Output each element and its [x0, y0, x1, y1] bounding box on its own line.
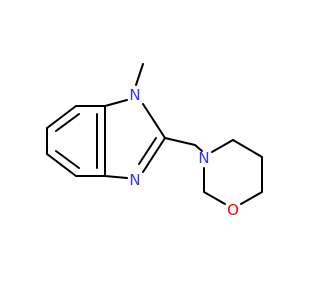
benzene-ring — [46, 105, 106, 177]
bond-c2-ch2 — [164, 137, 196, 146]
bond-c-lower-o — [240, 191, 263, 205]
bond-c7a-n1 — [104, 99, 128, 107]
bond-c2-n3 — [142, 137, 166, 173]
bond-c-upper-c-right — [232, 139, 263, 158]
atom-o-morpholine-label: O — [227, 201, 239, 219]
bond-n1-methyl — [135, 63, 144, 86]
morpholine-ring — [203, 139, 263, 205]
bond-c2-n3-inner — [138, 137, 157, 165]
bond-c5-c4 — [46, 153, 77, 177]
bond-c7-c6 — [46, 105, 77, 129]
molecule-structure-diagram: N N N O — [46, 63, 263, 219]
bond-n3-c3a — [104, 175, 128, 179]
bond-c7-c6-inner — [55, 113, 80, 132]
atom-n1-label: N — [129, 86, 140, 104]
bond-o-c-left — [203, 191, 226, 205]
bond-c5-c4-inner — [55, 150, 80, 169]
imidazole-ring — [104, 99, 166, 179]
bond-nmorph-c-upper — [211, 139, 234, 153]
bond-n1-c2 — [142, 103, 166, 139]
bond-ch2-nmorph — [194, 144, 203, 152]
atom-n3-label: N — [129, 171, 140, 189]
atom-n-morpholine-label: N — [198, 149, 209, 167]
